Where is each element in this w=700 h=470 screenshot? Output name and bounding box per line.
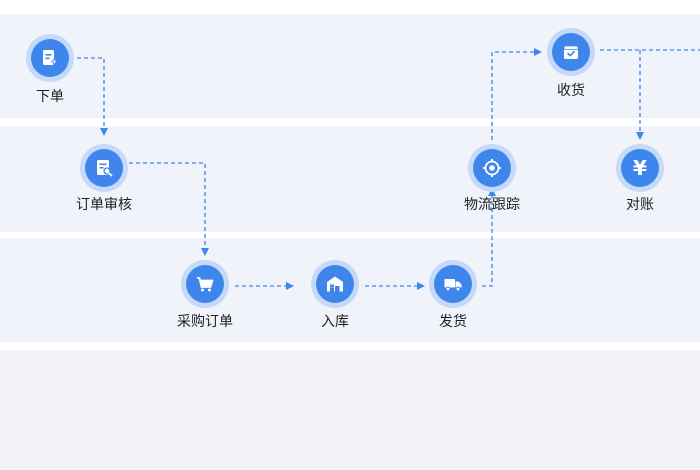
document-lightning-icon — [31, 39, 69, 77]
purchase-label: 采购订单 — [177, 314, 233, 330]
package-check-icon — [552, 33, 590, 71]
connector-receive-reconcile — [600, 49, 700, 138]
stock-in-label: 入库 — [321, 314, 349, 330]
tracking-node[interactable] — [468, 144, 516, 192]
receive-node[interactable] — [547, 28, 595, 76]
review-node[interactable] — [80, 144, 128, 192]
delivery-truck-icon — [434, 265, 472, 303]
ship-node[interactable] — [429, 260, 477, 308]
stock-in-node[interactable] — [311, 260, 359, 308]
order-label: 下单 — [36, 89, 64, 105]
target-icon — [473, 149, 511, 187]
purchase-node[interactable] — [181, 260, 229, 308]
connector-order-review — [77, 57, 108, 136]
yen-icon: ¥ — [633, 156, 647, 180]
order-node[interactable] — [26, 34, 74, 82]
reconcile-label: 对账 — [626, 197, 654, 213]
connector-ship-tracking — [482, 188, 496, 287]
shopping-cart-icon — [186, 265, 224, 303]
swimlane-4 — [0, 350, 700, 470]
reconcile-node[interactable]: ¥ — [616, 144, 664, 192]
tracking-label: 物流跟踪 — [464, 197, 520, 213]
connector-tracking-receive — [491, 48, 542, 140]
ship-label: 发货 — [439, 314, 467, 330]
receive-label: 收货 — [557, 83, 585, 99]
document-magnifier-icon — [85, 149, 123, 187]
review-label: 订单审核 — [76, 197, 132, 213]
connector-review-purchase — [129, 162, 209, 256]
warehouse-icon — [316, 265, 354, 303]
